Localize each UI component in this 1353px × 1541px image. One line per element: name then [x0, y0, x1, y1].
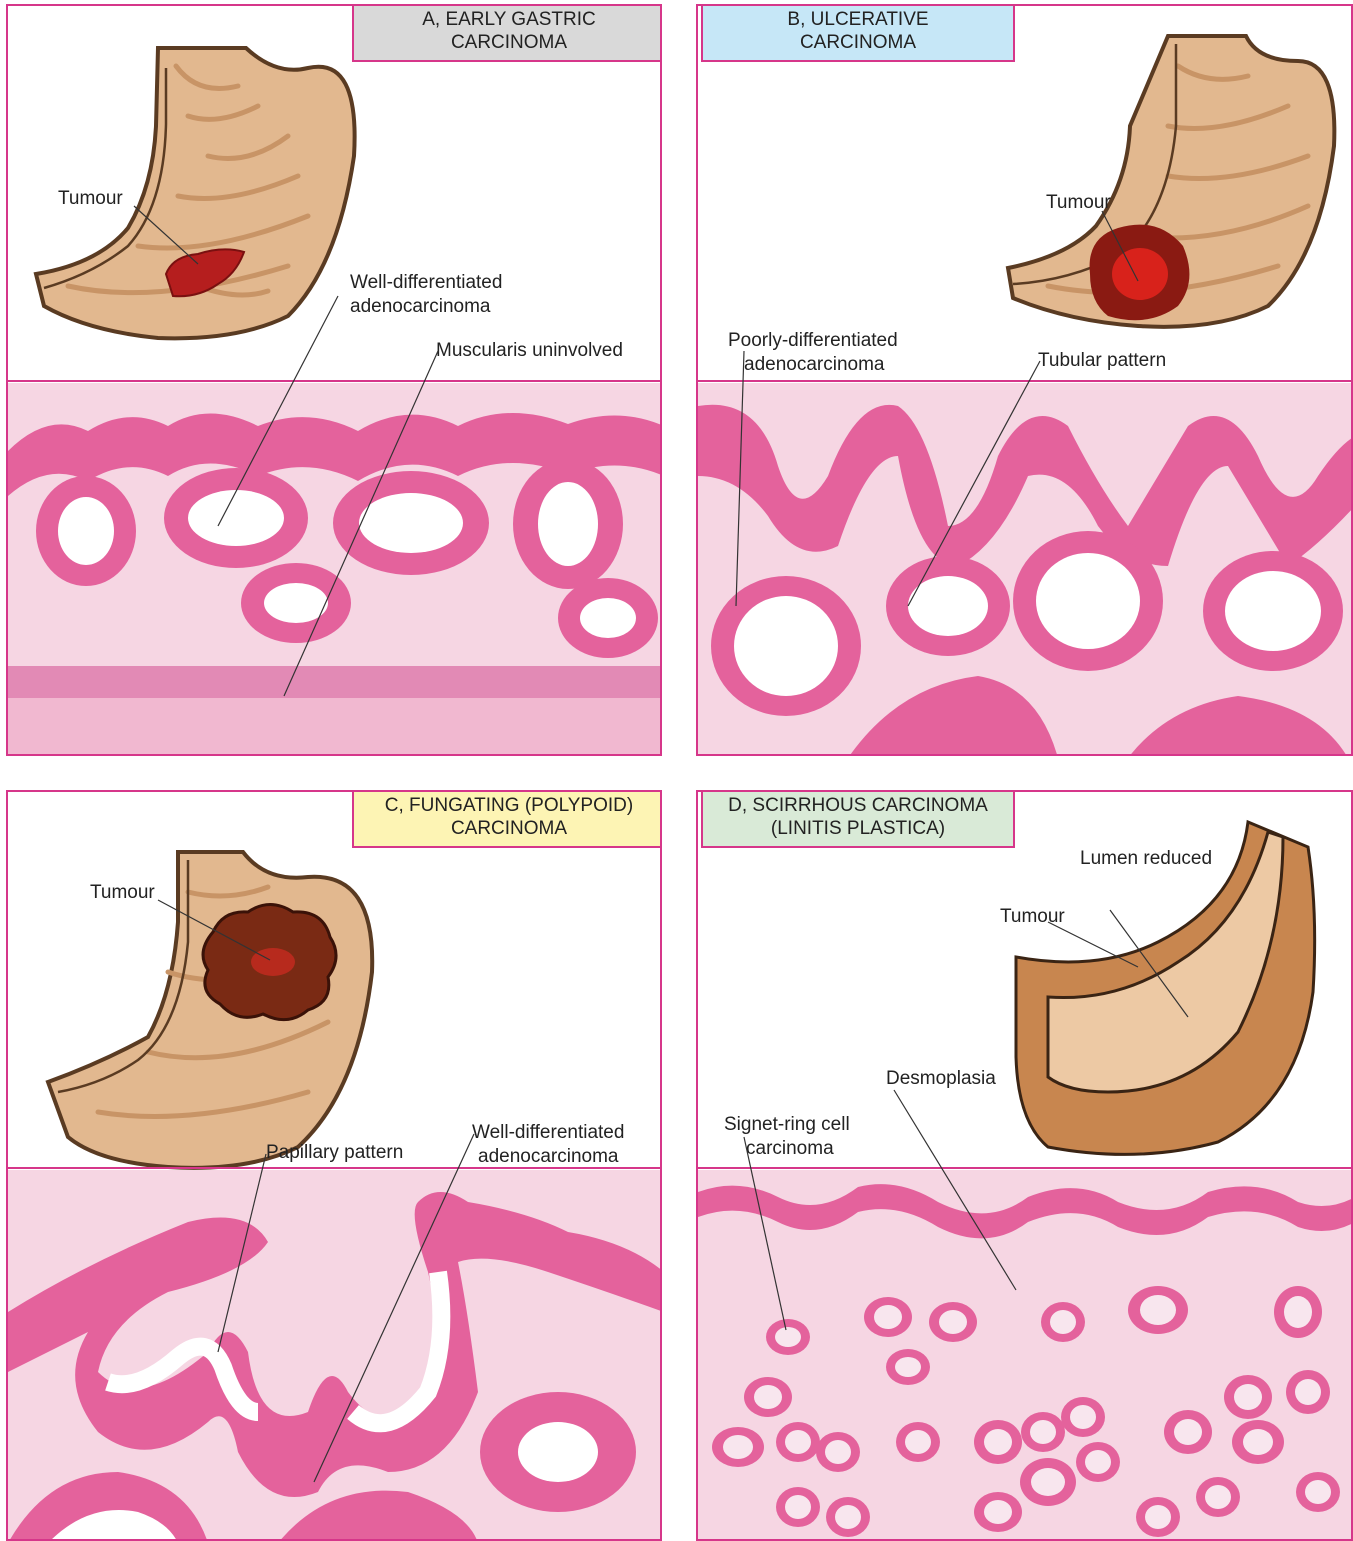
- label-adenocarcinoma: adenocarcinoma: [350, 296, 491, 317]
- label-well-differentiated: Well-differentiated: [472, 1122, 624, 1143]
- histology-section: [8, 383, 662, 756]
- panel-c-illustration: Tumour Papillary pattern Well-differenti…: [8, 792, 662, 1541]
- label-desmoplasia: Desmoplasia: [886, 1068, 996, 1089]
- label-papillary-pattern: Papillary pattern: [266, 1142, 403, 1163]
- label-carcinoma: carcinoma: [746, 1138, 834, 1159]
- panel-d-illustration: Lumen reduced Tumour Desmoplasia Signet-…: [698, 792, 1353, 1541]
- panel-d-scirrhous: D, SCIRRHOUS CARCINOMA(LINITIS PLASTICA)…: [696, 790, 1353, 1541]
- label-adenocarcinoma: adenocarcinoma: [478, 1146, 619, 1167]
- panel-c-fungating: C, FUNGATING (POLYPOID)CARCINOMA Tumour …: [6, 790, 662, 1541]
- tumour-mass: [203, 905, 336, 1020]
- label-well-differentiated: Well-differentiated: [350, 272, 502, 293]
- histology-section: [698, 383, 1353, 756]
- label-tumour: Tumour: [1000, 906, 1065, 927]
- label-tumour: Tumour: [1046, 192, 1111, 213]
- label-tumour: Tumour: [58, 188, 123, 209]
- label-signet-ring: Signet-ring cell: [724, 1114, 850, 1135]
- label-adenocarcinoma: adenocarcinoma: [744, 354, 885, 375]
- label-muscularis-uninvolved: Muscularis uninvolved: [436, 340, 623, 361]
- histology-section: [698, 1170, 1353, 1541]
- label-lumen-reduced: Lumen reduced: [1080, 848, 1212, 869]
- panel-a-illustration: Tumour Well-differentiated adenocarcinom…: [8, 6, 662, 756]
- stomach-cross-section: [1016, 822, 1315, 1154]
- label-poorly-differentiated: Poorly-differentiated: [728, 330, 898, 351]
- tumour-mass: [1090, 225, 1190, 321]
- panel-b-illustration: Tumour Poorly-differentiated adenocarcin…: [698, 6, 1353, 756]
- histology-section: [8, 1170, 662, 1541]
- label-tumour: Tumour: [90, 882, 155, 903]
- label-tubular-pattern: Tubular pattern: [1038, 350, 1166, 371]
